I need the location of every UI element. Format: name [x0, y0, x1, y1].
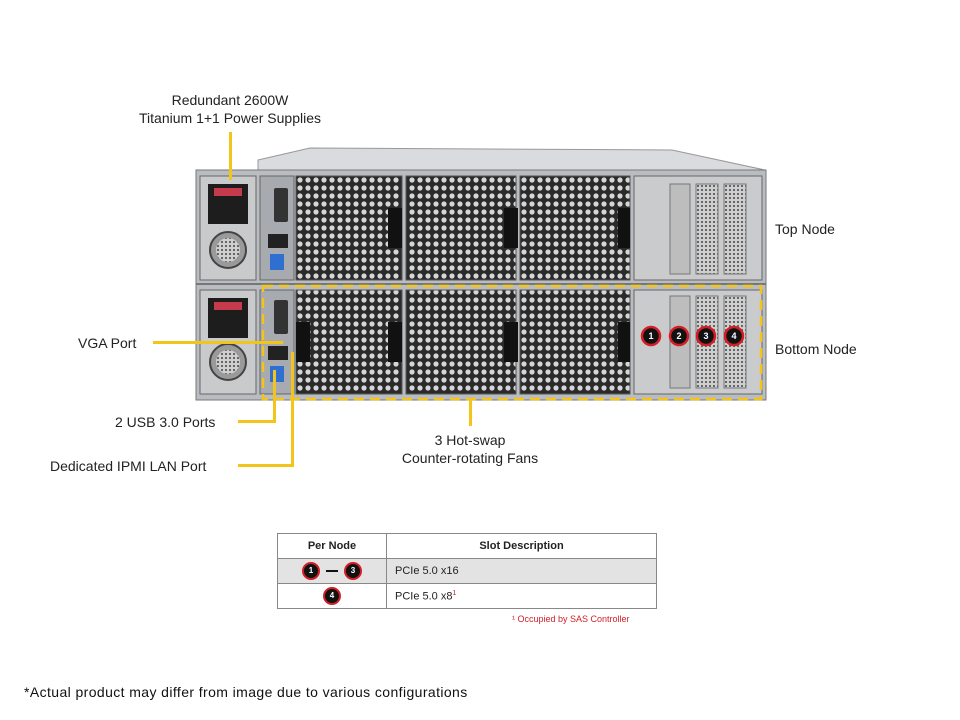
- usb-callout-line-h: [238, 420, 276, 423]
- slot-badge-icon: 1: [302, 562, 320, 580]
- svg-text:2: 2: [676, 331, 681, 341]
- vga-connector: [274, 300, 288, 334]
- per-node-cell: 4: [277, 583, 387, 609]
- sas-footnote: ¹ Occupied by SAS Controller: [512, 614, 630, 624]
- disclaimer-text: *Actual product may differ from image du…: [24, 684, 468, 700]
- range-dash: [326, 570, 338, 572]
- psu-callout-line2: Titanium 1+1 Power Supplies: [139, 110, 321, 126]
- header-slot-description: Slot Description: [386, 533, 657, 559]
- table-row: 4 PCIe 5.0 x81: [277, 583, 657, 609]
- slot-description-cell: PCIe 5.0 x16: [386, 558, 657, 584]
- fans-callout-line1: 3 Hot-swap: [434, 432, 506, 448]
- slot-badge-4: 4: [723, 325, 745, 347]
- slot-badge-3: 3: [695, 325, 717, 347]
- fans-top: [295, 175, 631, 281]
- svg-text:3: 3: [703, 331, 708, 341]
- pcie-slots-top: [633, 175, 763, 281]
- table-header-row: Per Node Slot Description: [277, 533, 657, 559]
- power-supply-top: [199, 175, 257, 281]
- fans-callout: 3 Hot-swap Counter-rotating Fans: [370, 431, 570, 467]
- svg-text:1: 1: [648, 331, 653, 341]
- bottom-node-outline: [261, 284, 763, 401]
- slot-description-cell: PCIe 5.0 x81: [386, 583, 657, 609]
- psu-callout-line1: Redundant 2600W: [171, 92, 289, 108]
- footnote-mark: 1: [452, 589, 457, 597]
- top-node-label: Top Node: [775, 221, 835, 237]
- usb-ports-label: 2 USB 3.0 Ports: [115, 414, 216, 430]
- slot-badge-icon: 3: [344, 562, 362, 580]
- ipmi-callout-line-v: [291, 352, 294, 467]
- svg-text:4: 4: [731, 331, 736, 341]
- ipmi-lan-connector: [268, 346, 288, 360]
- slot-badge-2: 2: [668, 325, 690, 347]
- ipmi-callout-line-h: [238, 464, 294, 467]
- fans-callout-line2: Counter-rotating Fans: [401, 450, 539, 466]
- fans-bottom: [295, 289, 631, 395]
- usb-callout-line-v: [273, 370, 276, 423]
- psu-callout-line: [229, 132, 232, 180]
- bottom-node-label: Bottom Node: [775, 341, 857, 357]
- slot-description-text: PCIe 5.0 x8: [395, 590, 453, 603]
- fans-callout-line: [469, 398, 472, 426]
- slot-badge-icon: 4: [323, 587, 341, 605]
- ipmi-port-label: Dedicated IPMI LAN Port: [50, 458, 207, 474]
- header-per-node: Per Node: [277, 533, 387, 559]
- psu-callout: Redundant 2600W Titanium 1+1 Power Suppl…: [120, 91, 340, 127]
- slot-badge-1: 1: [640, 325, 662, 347]
- vga-port-label: VGA Port: [78, 335, 137, 351]
- io-panel-top: [259, 175, 295, 281]
- vga-callout-line: [153, 341, 283, 344]
